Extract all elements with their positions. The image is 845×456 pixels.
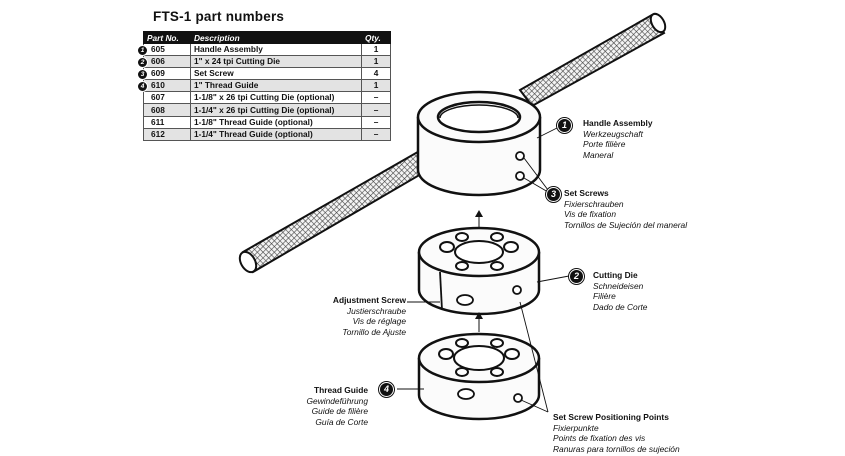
qty: – (361, 127, 391, 141)
callout-set-screws: Set Screws Fixierschrauben Vis de fixati… (564, 188, 687, 230)
callout-translation-fr: Guide de filière (311, 406, 368, 417)
description: 1" x 24 tpi Cutting Die (190, 55, 362, 69)
callout-translation-de: Justierschraube (346, 305, 406, 316)
callout-number-badge: 4 (379, 382, 394, 397)
part-no: 605 (151, 44, 165, 55)
description: 1-1/4" Thread Guide (optional) (190, 127, 362, 141)
callout-set-screw-positioning-points: Set Screw Positioning Points Fixierpunkt… (553, 412, 680, 454)
part-no: 607 (151, 92, 165, 103)
callout-translation-es: Guía de Corte (315, 416, 368, 427)
header-part-no: Part No. (143, 31, 191, 44)
callout-label: Set Screws (564, 188, 609, 198)
part-no: 608 (151, 104, 165, 115)
callout-translation-fr: Filière (593, 291, 616, 302)
leader-lines (397, 127, 570, 413)
assembly-arrow-lower (475, 312, 483, 332)
callout-translation-de: Werkzeugschaft (583, 128, 643, 139)
qty: – (361, 91, 391, 105)
qty: 1 (361, 79, 391, 93)
table-row: 612 1-1/4" Thread Guide (optional) – (143, 127, 391, 141)
callout-translation-es: Maneral (583, 149, 614, 160)
callout-adjustment-screw: Adjustment Screw Justierschraube Vis de … (300, 295, 406, 337)
callout-translation-de: Fixierschrauben (564, 198, 624, 209)
qty: 1 (361, 55, 391, 69)
description: 1" Thread Guide (190, 79, 362, 93)
part-number-badge: 4 (137, 81, 148, 93)
handle-ring (416, 90, 542, 197)
part-no: 610 (151, 80, 165, 91)
callout-translation-fr: Points de fixation des vis (553, 433, 646, 444)
callout-label: Cutting Die (593, 270, 638, 280)
callout-translation-es: Ranuras para tornillos de sujeción (553, 443, 680, 454)
qty: 1 (361, 42, 391, 57)
description: 1-1/8" x 26 tpi Cutting Die (optional) (190, 91, 362, 105)
callout-translation-fr: Vis de réglage (352, 316, 406, 327)
table-row: 607 1-1/8" x 26 tpi Cutting Die (optiona… (143, 91, 391, 105)
handle-right-arm (518, 12, 667, 108)
callout-cutting-die: Cutting Die Schneideisen Filière Dado de… (593, 270, 647, 312)
callout-number-badge: 1 (557, 118, 572, 133)
callout-thread-guide: Thread Guide Gewindeführung Guide de fil… (280, 385, 368, 427)
callout-label: Thread Guide (314, 385, 368, 395)
callout-translation-es: Tornillos de Sujeción del maneral (564, 219, 688, 230)
callout-translation-es: Tornillo de Ajuste (342, 326, 406, 337)
parts-table-header: Part No. Description Qty. (143, 31, 391, 44)
part-no: 606 (151, 56, 165, 67)
callout-translation-fr: Vis de fixation (564, 209, 616, 220)
callout-translation-fr: Porte filière (583, 139, 626, 150)
callout-label: Adjustment Screw (332, 295, 406, 305)
qty: – (361, 103, 391, 117)
description: 1-1/8" Thread Guide (optional) (190, 115, 362, 129)
part-no: 609 (151, 68, 165, 79)
callout-number-badge: 2 (569, 269, 584, 284)
part-number-badge: 1 (137, 45, 148, 56)
callout-label: Handle Assembly (583, 118, 653, 128)
description: Set Screw (190, 67, 362, 81)
callout-translation-de: Gewindeführung (306, 395, 368, 406)
parts-table-title: FTS-1 part numbers (153, 9, 285, 24)
cutting-die (417, 226, 541, 316)
callout-label: Set Screw Positioning Points (553, 412, 669, 422)
part-number-badge: 2 (137, 57, 148, 69)
description: Handle Assembly (190, 42, 362, 57)
description: 1-1/4" x 26 tpi Cutting Die (optional) (190, 103, 362, 117)
callout-translation-de: Schneideisen (593, 280, 644, 291)
header-qty: Qty. (361, 31, 391, 44)
header-description: Description (190, 31, 362, 44)
callout-number-badge: 3 (546, 187, 561, 202)
part-number-badge: 3 (137, 69, 148, 81)
part-no: 612 (151, 128, 165, 139)
qty: – (361, 115, 391, 129)
callout-translation-de: Fixierpunkte (553, 422, 599, 433)
qty: 4 (361, 67, 391, 81)
thread-guide (417, 332, 541, 421)
table-row: 611 1-1/8" Thread Guide (optional) – (143, 115, 391, 129)
callout-translation-es: Dado de Corte (593, 301, 648, 312)
table-row: 608 1-1/4" x 26 tpi Cutting Die (optiona… (143, 103, 391, 117)
callout-handle-assembly: Handle Assembly Werkzeugschaft Porte fil… (583, 118, 653, 160)
part-no: 611 (151, 116, 165, 127)
